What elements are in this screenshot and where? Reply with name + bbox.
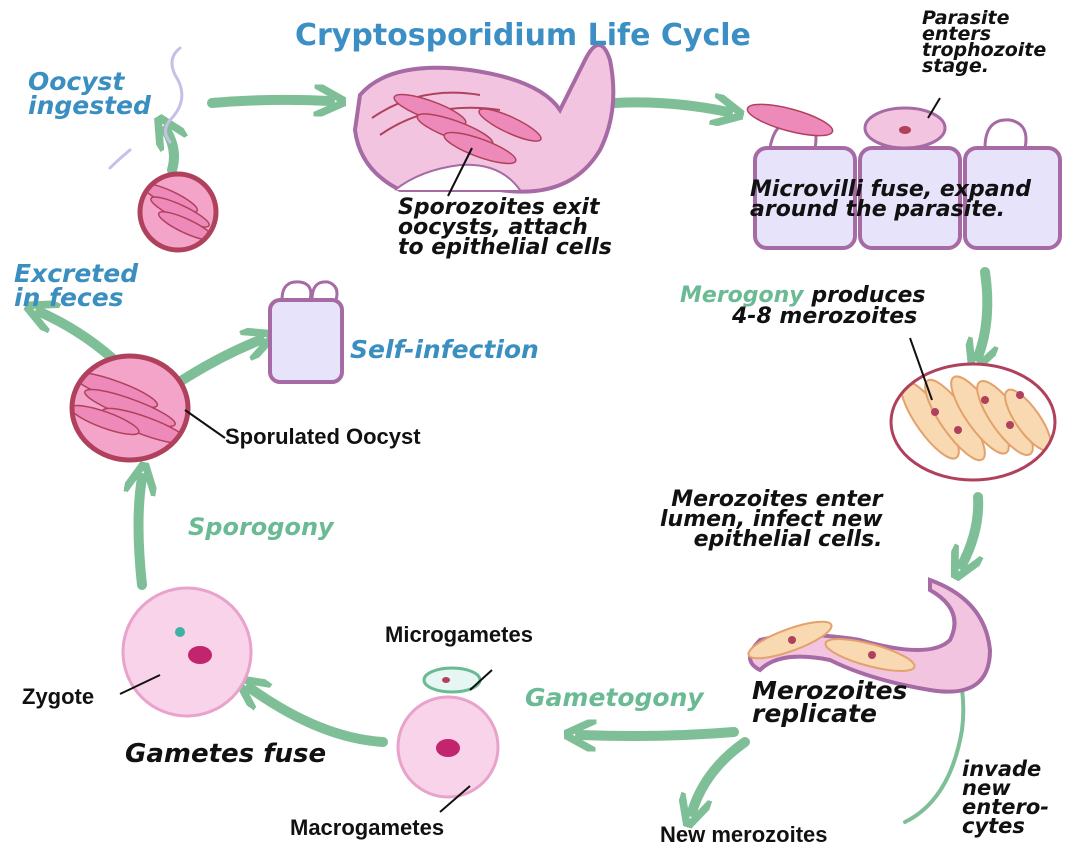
- sporulated-pointer: [185, 410, 225, 438]
- arrow-replicate-to-gametes: [580, 732, 734, 736]
- arrow-merogony-to-lumen: [962, 497, 978, 565]
- diagram-title: Cryptosporidium Life Cycle: [295, 18, 751, 53]
- self-infection-cell: [270, 300, 342, 382]
- arrow-intestine-to-microvilli: [615, 102, 728, 112]
- label-oocyst-ingested-line2: ingested: [28, 94, 151, 118]
- label-merozoites-replicate: Merozoites replicate: [752, 680, 907, 725]
- label-merogony-line2: 4-8 merozoites: [680, 307, 926, 328]
- label-invade-enterocytes: invade new entero- cytes: [962, 760, 1049, 836]
- label-new-merozoites: New merozoites: [660, 822, 828, 848]
- label-excreted: Excreted in feces: [14, 262, 138, 310]
- label-merozoites-enter: Merozoites enter lumen, infect new epith…: [660, 490, 883, 549]
- label-macrogametes: Macrogametes: [290, 815, 444, 841]
- label-microvilli-line2: around the parasite.: [750, 200, 1031, 220]
- label-merozoites-enter-line3: epithelial cells.: [660, 530, 883, 550]
- label-sporulated-oocyst: Sporulated Oocyst: [225, 424, 421, 450]
- label-self-infection: Self-infection: [350, 338, 539, 362]
- label-gametogony: Gametogony: [525, 686, 704, 710]
- arrow-ingested-to-intestine: [212, 100, 330, 103]
- label-microvilli: Microvilli fuse, expand around the paras…: [750, 180, 1031, 220]
- label-sporogony: Sporogony: [188, 516, 334, 539]
- label-oocyst-ingested: Oocyst ingested: [28, 70, 151, 118]
- arrow-replicate-to-new-merozoites: [692, 742, 745, 812]
- attaching-sporozoite: [745, 98, 836, 142]
- intestine-fold: [355, 45, 613, 192]
- label-sporozoites: Sporozoites exit oocysts, attach to epit…: [398, 198, 612, 257]
- label-zygote: Zygote: [22, 684, 94, 710]
- arrow-sporulated-to-excreted: [40, 312, 112, 358]
- label-replicate-line2: replicate: [752, 703, 907, 726]
- label-gametes-fuse: Gametes fuse: [125, 742, 326, 767]
- arrow-microvilli-to-merogony: [978, 272, 987, 357]
- label-invade-line4: cytes: [962, 817, 1049, 836]
- arrow-macrogametes-to-zygote: [250, 688, 383, 742]
- label-merogony: Merogony produces 4-8 merozoites: [680, 286, 926, 328]
- arrow-zygote-to-sporulated: [139, 478, 143, 585]
- label-excreted-line2: in feces: [14, 286, 138, 310]
- zygote-cell: [123, 588, 251, 716]
- label-trophozoite: Parasite enters trophozoite stage.: [922, 10, 1046, 75]
- label-sporozoites-line3: to epithelial cells: [398, 238, 612, 258]
- label-microgametes: Microgametes: [385, 622, 533, 648]
